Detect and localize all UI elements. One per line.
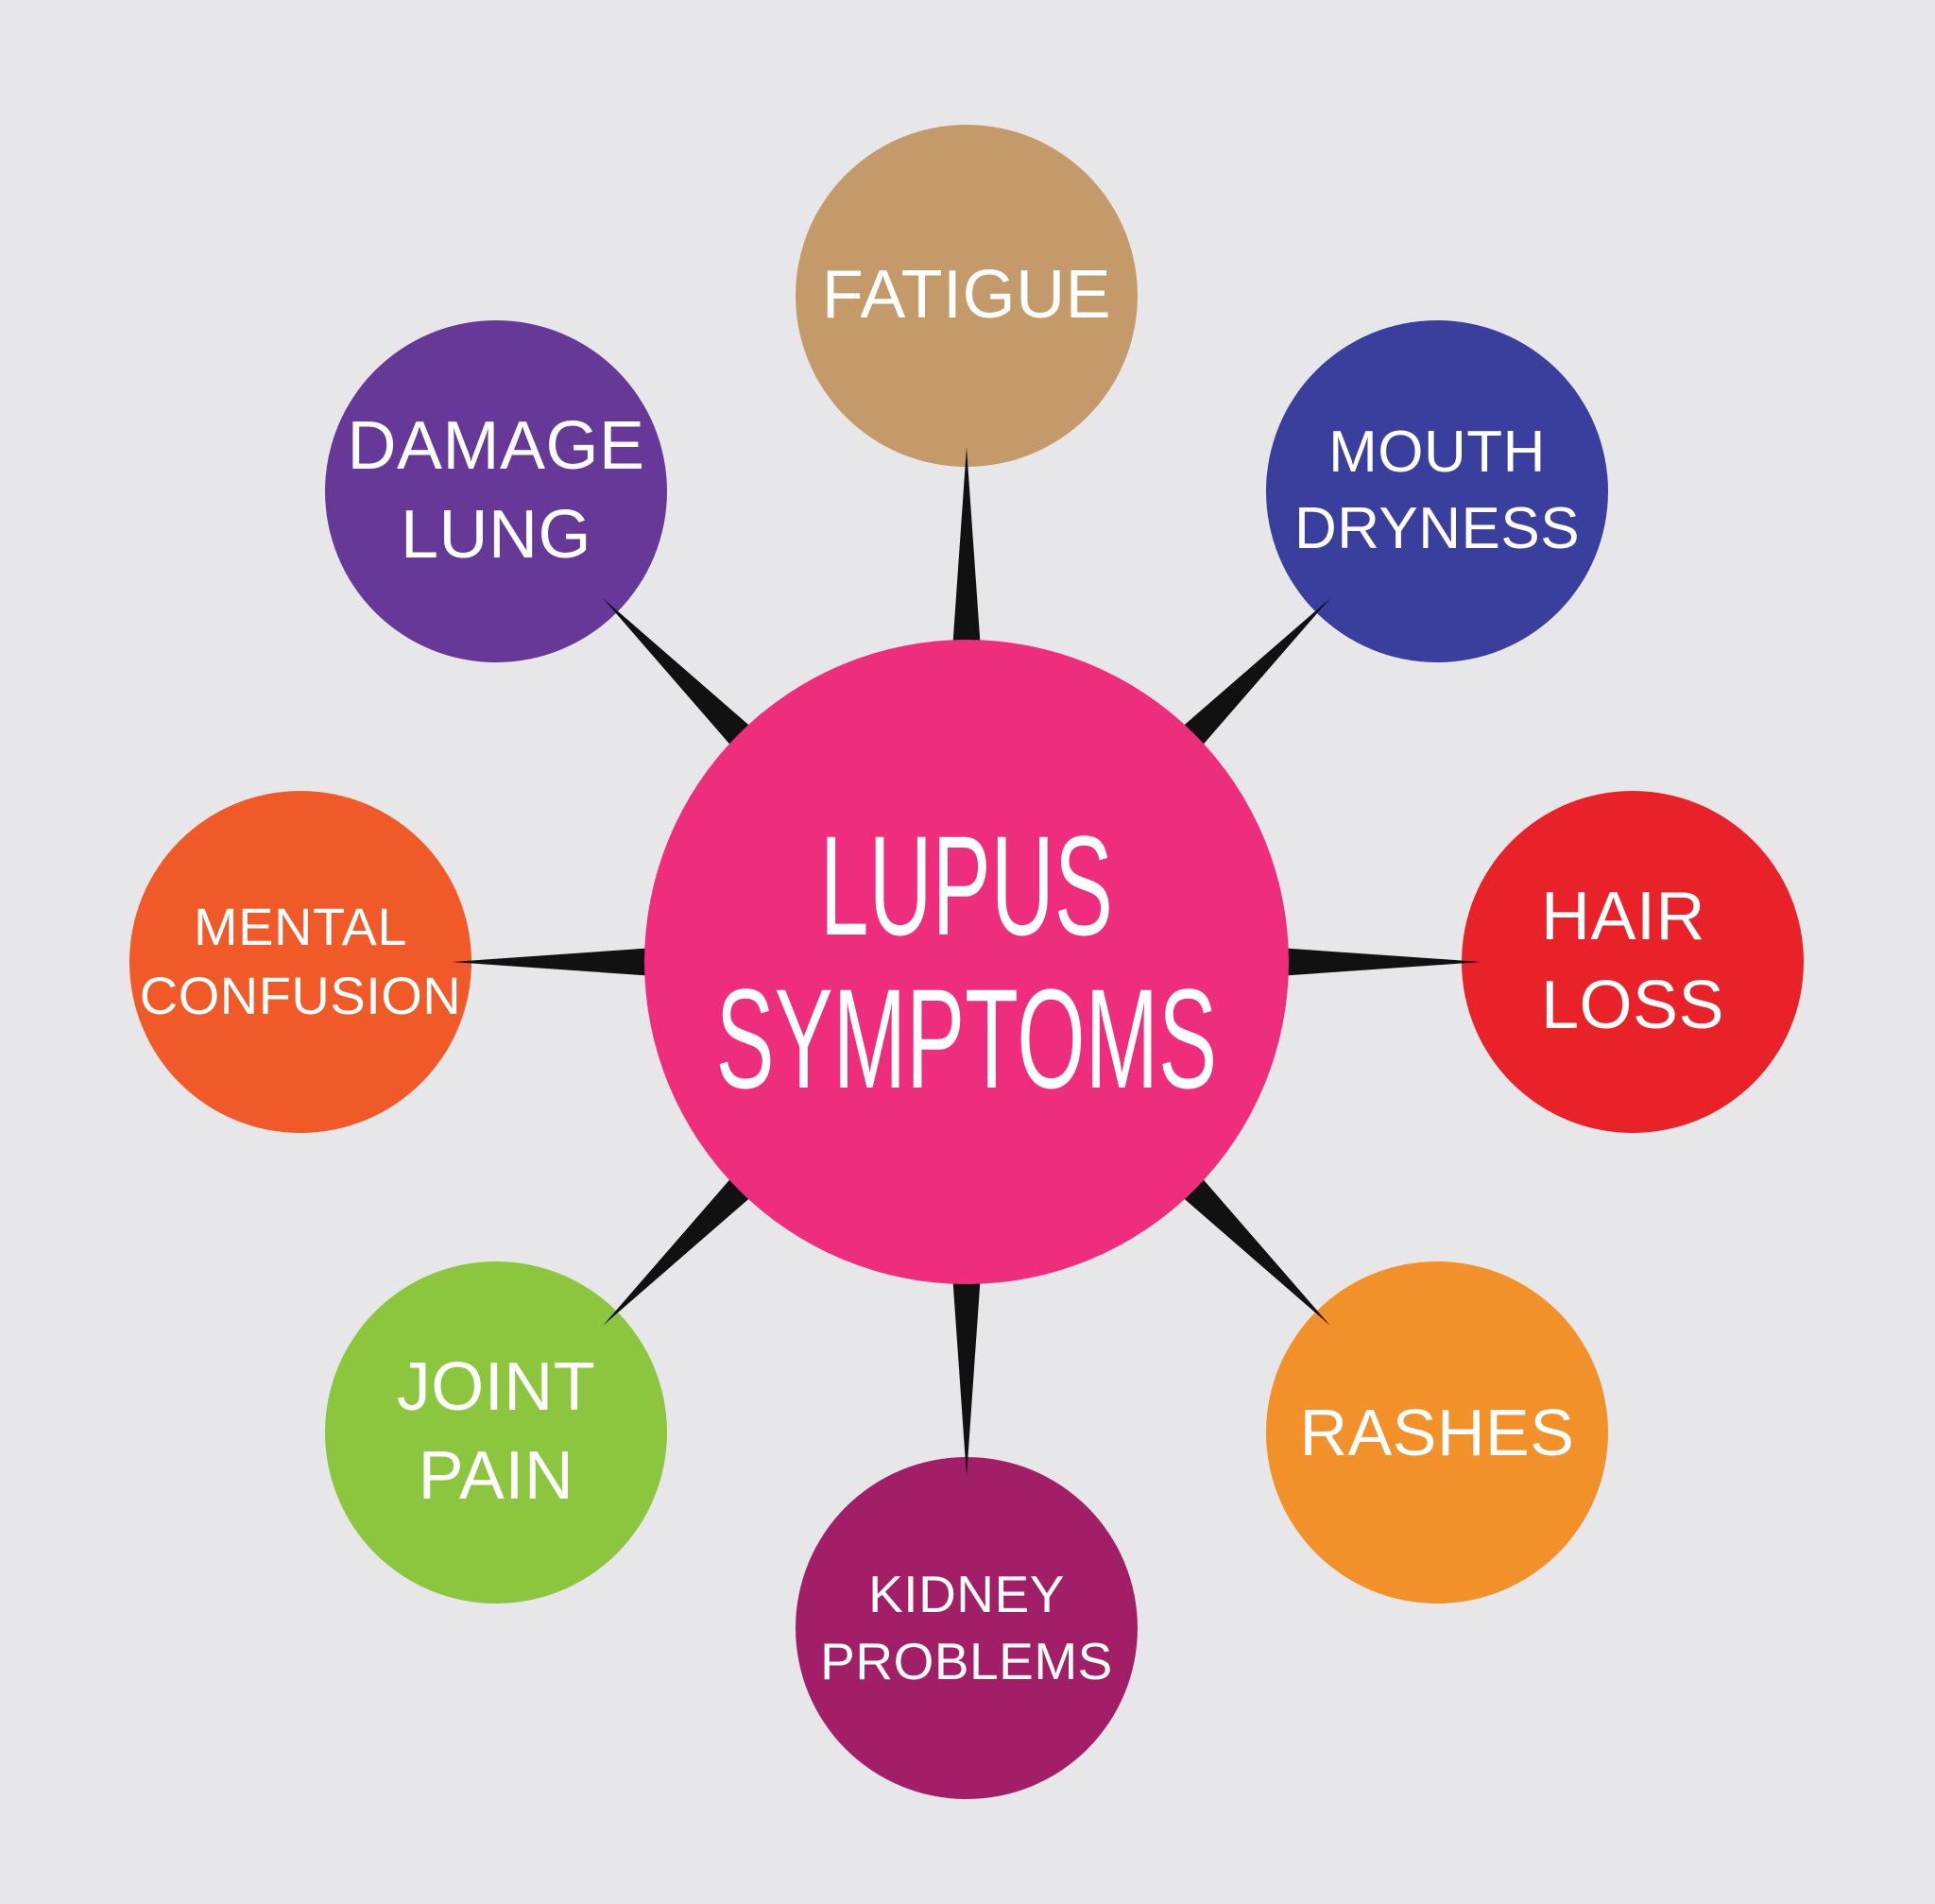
symptom-label: MENTAL CONFUSION [139,897,462,1025]
symptom-label: DAMAGE LUNG [347,408,645,573]
symptom-label: KIDNEY PROBLEMS [820,1564,1113,1691]
symptom-label: MOUTH DRYNESS [1293,420,1581,561]
symptom-label: FATIGUE [821,257,1112,334]
symptom-label: RASHES [1299,1395,1575,1469]
symptom-circle-kidney-problems: KIDNEY PROBLEMS [796,1457,1138,1799]
symptom-circle-mouth-dryness: MOUTH DRYNESS [1266,320,1608,662]
symptom-circle-joint-pain: JOINT PAIN [325,1261,667,1604]
center-title-line-2: SYMPTOMS [715,959,1218,1118]
symptom-circle-rashes: RASHES [1266,1261,1608,1604]
symptom-label: JOINT PAIN [396,1349,596,1514]
center-title: LUPUS SYMPTOMS [716,809,1218,1115]
symptom-circle-fatigue: FATIGUE [796,125,1138,467]
symptom-label: HAIR LOSS [1540,879,1725,1043]
center-circle: LUPUS SYMPTOMS [644,640,1289,1284]
symptom-circle-mental-confusion: MENTAL CONFUSION [129,791,471,1133]
symptom-circle-hair-loss: HAIR LOSS [1462,791,1804,1133]
symptom-circle-damage-lung: DAMAGE LUNG [325,320,667,662]
center-title-line-1: LUPUS [819,806,1114,965]
